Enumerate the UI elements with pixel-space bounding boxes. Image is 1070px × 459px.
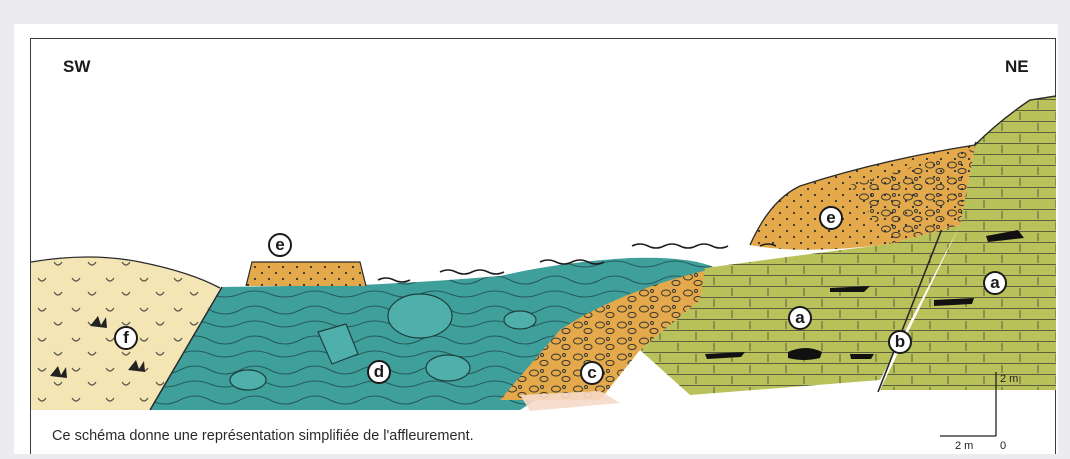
- unit-label-f: f: [114, 326, 138, 350]
- unit-label-a-right: a: [983, 271, 1007, 295]
- scale-horizontal-label: 2 m: [955, 440, 973, 452]
- unit-label-e-right: e: [819, 206, 843, 230]
- unit-label-e-left: e: [268, 233, 292, 257]
- unit-e-conglomerate-left: [246, 262, 366, 286]
- direction-sw-label: SW: [63, 57, 90, 77]
- direction-ne-label: NE: [1005, 57, 1029, 77]
- unit-label-c: c: [580, 361, 604, 385]
- scale-vertical-label: 2 m: [1000, 373, 1018, 385]
- unit-label-a-middle: a: [788, 306, 812, 330]
- unit-label-b: b: [888, 330, 912, 354]
- scale-origin-label: 0: [1000, 440, 1006, 452]
- figure-caption: Ce schéma donne une représentation simpl…: [52, 428, 474, 444]
- unit-label-d: d: [367, 360, 391, 384]
